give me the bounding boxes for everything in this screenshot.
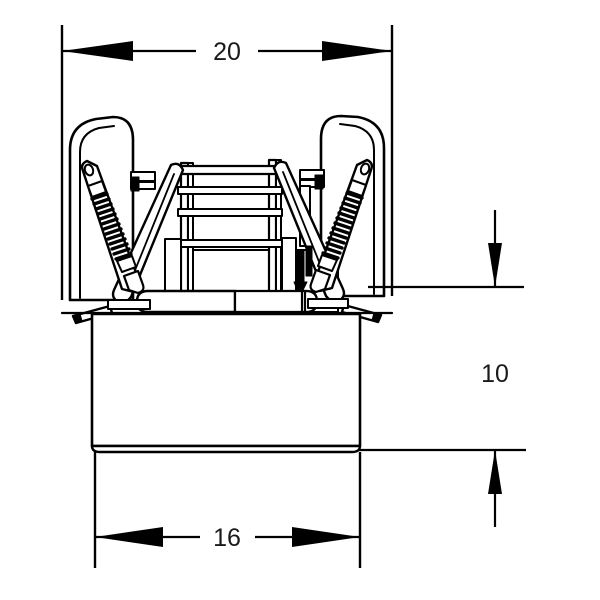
pivot-detail-left (305, 245, 313, 277)
bottom-dimension-line (95, 527, 360, 547)
right-dimension-line (488, 210, 502, 527)
arrow-left-icon (62, 41, 133, 61)
pivot-detail (293, 249, 308, 297)
arrow-left-icon (95, 527, 163, 547)
axle-beam (135, 289, 319, 314)
arrow-down-icon (488, 243, 502, 287)
top-dimension-extension-lines (60, 25, 394, 300)
right-dimension-extension-lines (358, 285, 526, 452)
top-dimension-line (62, 41, 392, 61)
assembly-drawing (60, 114, 394, 454)
dimension-label-right-height: 10 (481, 360, 509, 388)
mount-saddle-right (307, 298, 349, 309)
dimension-label-top-width: 20 (213, 38, 241, 66)
crossbar (177, 208, 283, 217)
arrow-right-icon (292, 527, 360, 547)
left-shock-absorber (80, 159, 145, 295)
crossbar (177, 239, 283, 248)
crossbar (177, 186, 283, 195)
lower-body-box (90, 312, 362, 454)
left-bracket (130, 171, 156, 192)
dimension-label-bottom-width: 16 (213, 524, 241, 552)
right-shock-absorber (309, 158, 374, 294)
arrow-right-icon (322, 41, 392, 61)
bottom-dimension-extension-lines (93, 452, 362, 568)
crossbar (176, 164, 284, 176)
arrow-up-icon (488, 450, 502, 494)
mount-saddle-left (107, 299, 151, 310)
